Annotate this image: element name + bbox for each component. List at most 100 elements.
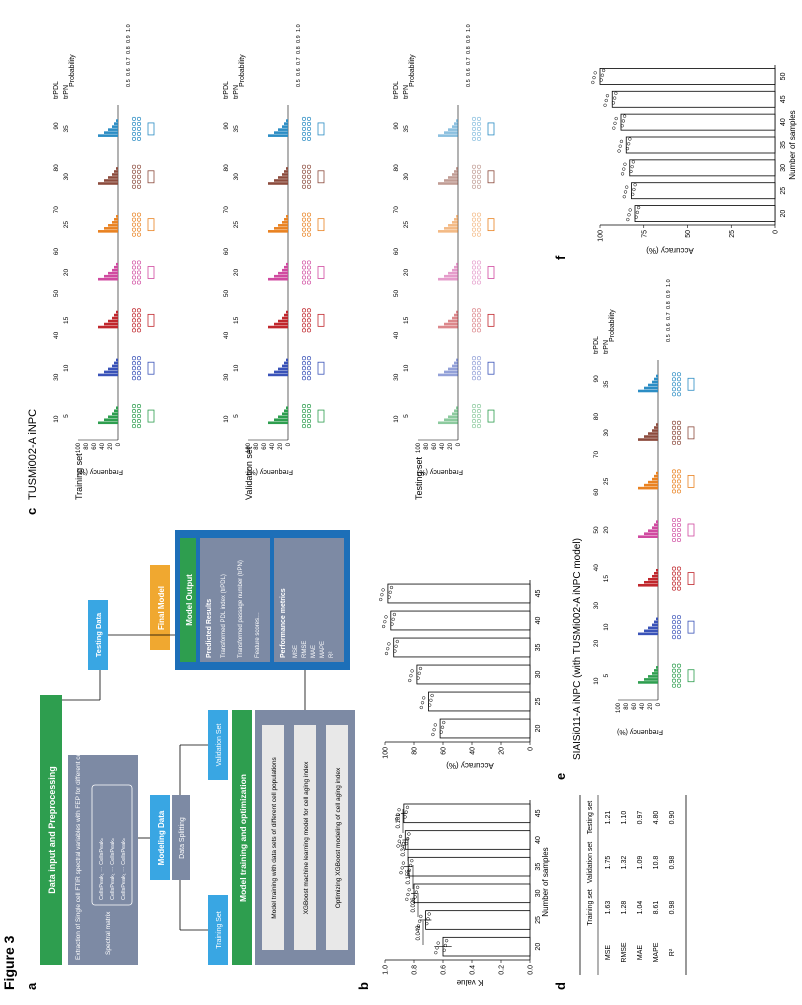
histogram-bar [654, 474, 658, 478]
histogram-bar [656, 471, 658, 475]
prob-point [306, 131, 312, 136]
prob-point [306, 323, 312, 328]
histogram-bar [278, 271, 288, 275]
k-ylabel: K value [456, 978, 483, 987]
pvalue-label: 0.049 [416, 925, 422, 941]
prob-point [671, 377, 677, 382]
prob-point [676, 663, 682, 668]
prob-point [136, 126, 142, 131]
prob-point [306, 376, 312, 381]
prob-point [131, 232, 137, 237]
table-cell: 0.97 [637, 811, 644, 825]
performance-item-1: MSE [293, 645, 299, 658]
data-point [618, 144, 622, 148]
histogram-bar [104, 179, 118, 182]
trpn-tick: 15 [603, 575, 610, 583]
performance-item-5: R² [329, 652, 335, 658]
prob-tick: 0.8 [296, 46, 302, 54]
prob-point [131, 174, 137, 179]
prob-point [676, 474, 682, 479]
box-plot [317, 122, 325, 136]
histogram-bar [454, 122, 458, 125]
data-point [398, 834, 403, 839]
prob-point [476, 126, 482, 131]
k-yticks: 0.00.20.40.60.81.0 [383, 800, 535, 975]
prob-tick: 0.7 [126, 57, 132, 65]
y-tick-label: 1.0 [383, 965, 390, 975]
prob-point [131, 328, 137, 333]
prob-point [301, 265, 307, 270]
histogram-bar [644, 386, 658, 390]
trpdl-tick: 80 [223, 164, 230, 172]
data-point [390, 622, 394, 626]
prob-point [131, 323, 137, 328]
prob-point [676, 630, 682, 635]
prob-point [671, 517, 677, 523]
trpn-tick: 25 [603, 477, 610, 485]
prob-point [136, 232, 142, 237]
histogram-bar [116, 406, 118, 410]
data-point [413, 895, 417, 899]
y-tick-label: 0.8 [412, 965, 419, 975]
prob-point [136, 318, 142, 323]
trpn-tick: 5 [603, 674, 610, 678]
extraction-box [68, 755, 138, 965]
histogram-bar [282, 125, 288, 128]
prob-point [676, 387, 682, 392]
data-point [625, 146, 630, 151]
data-point [621, 119, 626, 123]
prob-point [136, 308, 142, 313]
data-point [417, 671, 421, 675]
bar [620, 113, 776, 131]
table-cell: 0.90 [669, 811, 676, 825]
prob-point [476, 409, 482, 414]
data-point [439, 730, 443, 734]
freq-label: Frequency (%) [77, 468, 123, 475]
freq-tick: 60 [92, 442, 98, 449]
step1-text: Model training with data sets of differe… [271, 757, 278, 919]
prob-point [671, 571, 677, 576]
prob-point [131, 260, 137, 265]
prob-point [671, 663, 677, 668]
data-point [392, 612, 397, 617]
prob-point [301, 121, 307, 126]
histogram-bar [274, 227, 288, 230]
histogram-bar [278, 176, 288, 179]
prob-point [471, 270, 477, 275]
freq-tick: 60 [432, 442, 438, 449]
prob-point [471, 424, 477, 429]
box-plot [147, 122, 155, 136]
prob-tick: 0.5 [666, 334, 672, 342]
box-plot [487, 266, 495, 279]
trpn-tick: 25 [403, 221, 410, 229]
box-plot [147, 266, 155, 279]
data-point [611, 101, 616, 105]
data-point [408, 678, 412, 683]
trpdl-tick: 60 [393, 248, 400, 256]
validation-set-box [208, 710, 228, 780]
prob-point [301, 217, 307, 222]
trpdl-tick: 90 [223, 122, 230, 130]
histogram-bar [268, 373, 288, 377]
data-point [613, 121, 617, 125]
prob-point [671, 382, 677, 387]
trpdl-tick: 70 [223, 206, 230, 214]
prob-point [136, 121, 142, 126]
data-point [623, 190, 628, 194]
histogram-bar [282, 173, 288, 176]
table-cell: R² [669, 948, 676, 956]
data-point [622, 195, 626, 199]
x-tick-label: 25 [535, 698, 542, 706]
bar [404, 830, 531, 850]
prob-point [136, 414, 142, 419]
histogram-bar [104, 274, 118, 278]
prob-point [471, 414, 477, 419]
trpdl-tick: 40 [393, 331, 400, 339]
prob-point [136, 222, 142, 227]
prob-point [131, 313, 137, 318]
histogram-bar [278, 128, 288, 131]
data-point [419, 914, 423, 919]
trpdl-tick: 80 [593, 413, 600, 421]
data-point [425, 921, 429, 926]
